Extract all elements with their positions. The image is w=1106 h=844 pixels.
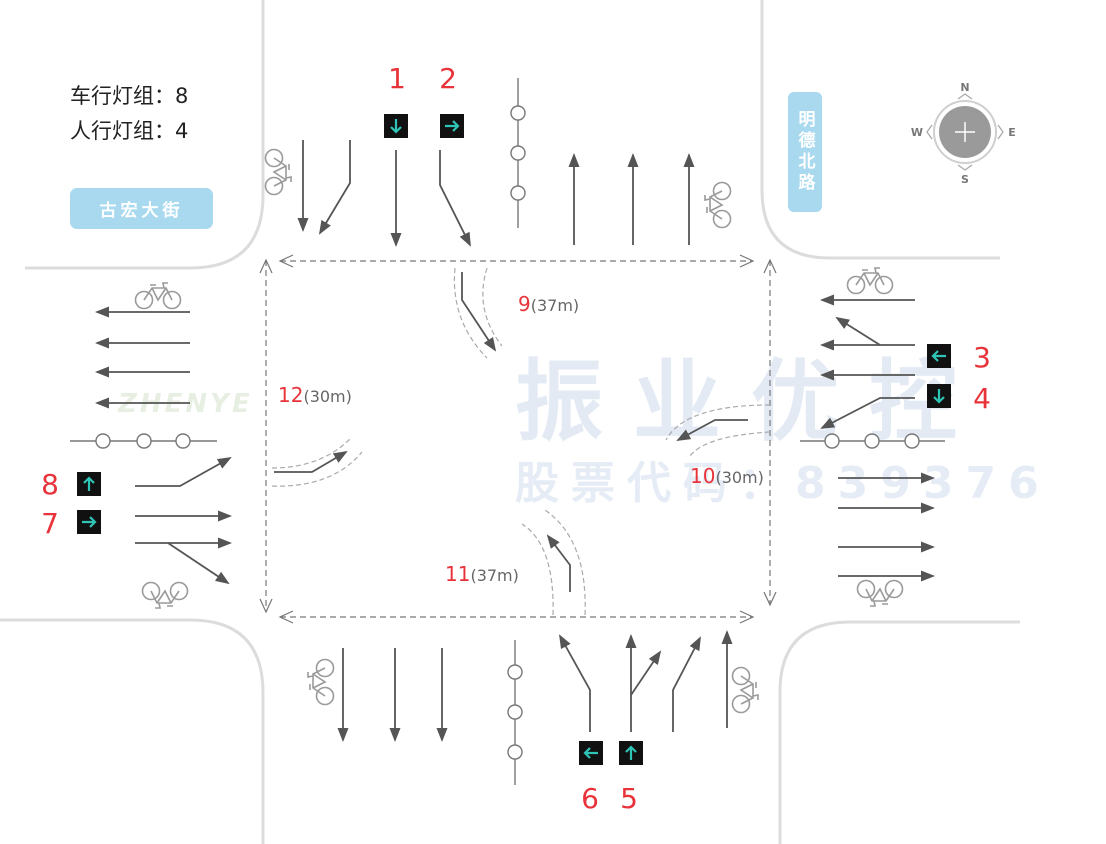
signal-arrow-icon bbox=[83, 476, 95, 491]
bicycle-icon bbox=[141, 581, 189, 609]
lane-arrow bbox=[461, 272, 497, 352]
watermark: 振业优控 股票代码：839376 ZHENYE bbox=[117, 350, 1051, 509]
lane-arrow bbox=[672, 636, 701, 732]
turn-area-10 bbox=[665, 404, 771, 457]
compass-east-label: E bbox=[1008, 126, 1016, 139]
lane-arrow bbox=[135, 457, 232, 487]
lane-arrow bbox=[546, 534, 571, 592]
compass-north-label: N bbox=[960, 81, 969, 94]
signal-5 bbox=[619, 741, 643, 765]
lane-arrow bbox=[820, 397, 915, 429]
crossing-label-12: 12(30m) bbox=[278, 383, 352, 407]
signal-2 bbox=[440, 114, 464, 138]
lane-arrow bbox=[676, 419, 748, 441]
crossing-label-9: 9(37m) bbox=[518, 292, 579, 316]
signal-number: 2 bbox=[439, 62, 457, 95]
crossing-length: (30m) bbox=[303, 387, 351, 406]
lanes-west bbox=[95, 306, 232, 585]
lanes-south bbox=[337, 630, 733, 742]
bicycle-icon bbox=[704, 181, 732, 229]
pedestrian-signal-north bbox=[510, 78, 526, 228]
crossing-length: (37m) bbox=[470, 566, 518, 585]
pedestrian-signal-east bbox=[800, 433, 945, 449]
road-edge-ne bbox=[760, 0, 1000, 260]
signal-8 bbox=[77, 472, 101, 496]
lanes-east bbox=[820, 294, 935, 582]
lane-arrow bbox=[167, 542, 230, 585]
signal-7 bbox=[77, 510, 101, 534]
lane-arrow bbox=[835, 316, 881, 346]
crossing-id: 11 bbox=[445, 562, 470, 586]
bicycle-icon bbox=[846, 267, 894, 295]
signal-number: 1 bbox=[388, 62, 406, 95]
signal-number: 6 bbox=[581, 782, 599, 815]
signal-6 bbox=[579, 741, 603, 765]
signal-number: 4 bbox=[973, 382, 991, 415]
road-edge-nw bbox=[25, 0, 265, 270]
legend-pedestrian-groups: 人行灯组：4 bbox=[70, 119, 188, 143]
legend-vehicle-groups: 车行灯组：8 bbox=[70, 84, 188, 108]
signal-arrow-icon bbox=[933, 389, 945, 404]
signal-number: 7 bbox=[41, 507, 59, 540]
signal-arrow-icon bbox=[390, 119, 402, 134]
bicycle-icon bbox=[856, 579, 904, 607]
road-edge-se bbox=[778, 620, 1020, 844]
crossing-id: 9 bbox=[518, 292, 531, 316]
crossing-length: (37m) bbox=[531, 296, 579, 315]
signal-arrow-icon bbox=[931, 350, 946, 362]
signal-number: 8 bbox=[41, 468, 59, 501]
signal-arrow-icon bbox=[445, 120, 460, 132]
compass-icon: N S W E bbox=[911, 81, 1016, 186]
road-edge-sw bbox=[0, 618, 265, 844]
compass-south-label: S bbox=[961, 173, 969, 186]
lane-arrow bbox=[630, 650, 662, 696]
lane-arrow bbox=[318, 140, 351, 235]
street-label-north: 明德北路 bbox=[788, 92, 822, 212]
crossing-id: 12 bbox=[278, 383, 303, 407]
crossing-label-11: 11(37m) bbox=[445, 562, 519, 586]
turn-area-12 bbox=[271, 436, 363, 487]
lane-arrow bbox=[274, 450, 348, 473]
bicycle-icon bbox=[307, 658, 335, 706]
signal-4 bbox=[927, 384, 951, 408]
bicycle-icon bbox=[264, 148, 292, 196]
compass-west-label: W bbox=[911, 126, 923, 139]
signal-arrow-icon bbox=[583, 747, 598, 759]
signal-1 bbox=[384, 114, 408, 138]
crossing-label-10: 10(30m) bbox=[690, 464, 764, 488]
lane-arrow bbox=[439, 150, 471, 247]
bicycle-icon bbox=[731, 666, 759, 714]
signal-3 bbox=[927, 344, 951, 368]
turn-area-11 bbox=[521, 509, 586, 616]
crossing-length: (30m) bbox=[715, 468, 763, 487]
signal-number: 5 bbox=[620, 782, 638, 815]
lane-arrow bbox=[559, 634, 591, 732]
street-label-west: 古宏大街 bbox=[70, 188, 213, 229]
pedestrian-signal-south bbox=[507, 640, 523, 785]
signal-arrow-icon bbox=[625, 745, 637, 760]
watermark-logo: ZHENYE bbox=[117, 389, 253, 419]
watermark-stock: 股票代码：839376 bbox=[515, 458, 1051, 509]
bicycle-icon bbox=[134, 282, 182, 310]
signal-arrow-icon bbox=[82, 516, 97, 528]
crossing-id: 10 bbox=[690, 464, 715, 488]
signal-number: 3 bbox=[973, 341, 991, 374]
lanes-north bbox=[297, 140, 695, 247]
turn-area-9 bbox=[453, 267, 503, 359]
pedestrian-signal-west bbox=[70, 433, 217, 449]
